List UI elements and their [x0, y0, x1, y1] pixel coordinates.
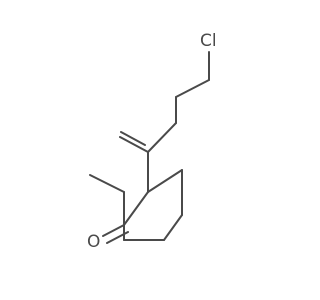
substituent-bonds: [89, 151, 149, 244]
bond-carbonyl-1: [102, 224, 125, 237]
bond-methyl: [89, 174, 125, 193]
bond-alkene-1: [119, 136, 149, 153]
bond-c2-c3: [147, 169, 183, 193]
bond-c4-c5: [163, 214, 183, 241]
bond-chain-1: [147, 122, 177, 153]
bond-chain-3: [175, 79, 210, 98]
bond-c1-c2: [123, 191, 149, 226]
bond-alkene-2: [120, 131, 146, 146]
sidechain-bonds: [119, 51, 210, 153]
bond-carbonyl-2: [106, 231, 129, 244]
chlorine-label: Cl: [200, 31, 217, 51]
oxygen-label: O: [87, 232, 100, 252]
structure-diagram: Cl O: [87, 31, 217, 252]
ring-bonds: [123, 169, 183, 241]
